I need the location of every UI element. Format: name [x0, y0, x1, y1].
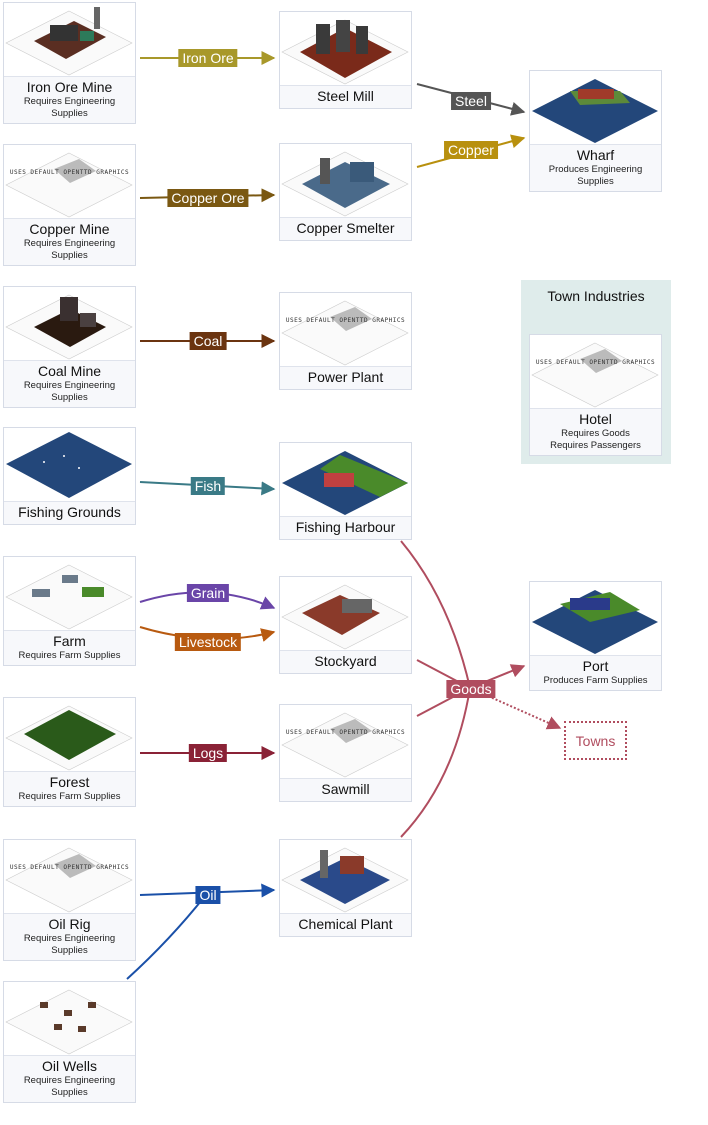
industry-thumbnail: [280, 12, 411, 86]
industry-name: Stockyard: [314, 653, 377, 669]
cargo-label-oil: Oil: [195, 886, 221, 904]
industry-name: Oil Rig: [48, 916, 91, 932]
cargo-label-livestock: Livestock: [174, 633, 242, 651]
industry-note: Requires Engineering Supplies: [23, 933, 116, 956]
node-stockyard[interactable]: Stockyard: [279, 576, 412, 674]
industry-thumbnail: [280, 144, 411, 218]
towns-node[interactable]: Towns: [564, 721, 627, 760]
industry-thumbnail: [4, 557, 135, 631]
industry-thumbnail: [4, 287, 135, 361]
industry-thumbnail: [530, 582, 661, 656]
industry-thumbnail: [280, 577, 411, 651]
industry-note: Requires Passengers: [550, 440, 641, 451]
industry-note: Requires Farm Supplies: [18, 791, 121, 802]
cargo-label-logs: Logs: [188, 744, 228, 762]
industry-name: Chemical Plant: [298, 916, 393, 932]
industry-note: Requires Engineering Supplies: [23, 96, 116, 119]
node-sawmill[interactable]: USES DEFAULT OPENTTD GRAPHICS Sawmill: [279, 704, 412, 802]
cargo-label-iron-ore: Iron Ore: [178, 49, 238, 67]
industry-note: Requires Engineering Supplies: [23, 1075, 116, 1098]
node-copper-smelter[interactable]: Copper Smelter: [279, 143, 412, 241]
industry-name: Coal Mine: [37, 363, 102, 379]
arrow-goods-chemical: [400, 687, 471, 838]
cargo-label-copper-ore: Copper Ore: [167, 189, 249, 207]
node-fishing-harbour[interactable]: Fishing Harbour: [279, 442, 412, 540]
default-graphics-label: USES DEFAULT OPENTTD GRAPHICS: [535, 359, 656, 366]
industry-name: Iron Ore Mine: [26, 79, 113, 95]
industry-thumbnail: [280, 840, 411, 914]
industry-thumbnail: USES DEFAULT OPENTTD GRAPHICS: [530, 335, 661, 409]
industry-name: Steel Mill: [317, 88, 374, 104]
node-chemical-plant[interactable]: Chemical Plant: [279, 839, 412, 937]
industry-note: Requires Engineering Supplies: [23, 380, 116, 403]
industry-note: Produces Engineering Supplies: [548, 164, 643, 187]
towns-label: Towns: [575, 732, 616, 749]
node-copper-mine[interactable]: USES DEFAULT OPENTTD GRAPHICS Copper Min…: [3, 144, 136, 266]
cargo-label-coal: Coal: [189, 332, 227, 350]
industry-thumbnail: [4, 982, 135, 1056]
industry-name: Copper Smelter: [296, 220, 395, 236]
industry-thumbnail: [4, 428, 135, 502]
industry-name: Port: [582, 658, 609, 674]
cargo-label-fish: Fish: [190, 477, 226, 495]
industry-thumbnail: USES DEFAULT OPENTTD GRAPHICS: [4, 840, 135, 914]
industry-thumbnail: [4, 698, 135, 772]
industry-name: Forest: [49, 774, 90, 790]
industry-name: Fishing Grounds: [18, 504, 121, 520]
industry-thumbnail: [530, 71, 661, 145]
default-graphics-label: USES DEFAULT OPENTTD GRAPHICS: [285, 729, 406, 736]
default-graphics-label: USES DEFAULT OPENTTD GRAPHICS: [9, 169, 130, 176]
industry-name: Copper Mine: [29, 221, 110, 237]
industry-thumbnail: [280, 443, 411, 517]
arrow-oil-wells: [126, 895, 206, 980]
industry-thumbnail: USES DEFAULT OPENTTD GRAPHICS: [280, 705, 411, 779]
industry-thumbnail: USES DEFAULT OPENTTD GRAPHICS: [280, 293, 411, 367]
industry-name: Power Plant: [307, 369, 384, 385]
industry-name: Fishing Harbour: [295, 519, 396, 535]
town-industries-title: Town Industries: [547, 288, 645, 304]
industry-note: Requires Goods: [561, 428, 630, 439]
industry-note: Requires Farm Supplies: [18, 650, 121, 661]
node-power-plant[interactable]: USES DEFAULT OPENTTD GRAPHICS Power Plan…: [279, 292, 412, 390]
default-graphics-label: USES DEFAULT OPENTTD GRAPHICS: [285, 317, 406, 324]
cargo-label-grain: Grain: [186, 584, 230, 602]
default-graphics-label: USES DEFAULT OPENTTD GRAPHICS: [9, 864, 130, 871]
industry-note: Produces Farm Supplies: [543, 675, 648, 686]
industry-thumbnail: [4, 3, 135, 77]
industry-name: Farm: [53, 633, 86, 649]
cargo-label-steel: Steel: [451, 92, 491, 110]
industry-thumbnail: USES DEFAULT OPENTTD GRAPHICS: [4, 145, 135, 219]
industry-name: Oil Wells: [42, 1058, 97, 1074]
industry-name: Hotel: [579, 411, 612, 427]
arrow-goods-harbour: [400, 540, 471, 689]
cargo-label-copper: Copper: [444, 141, 498, 159]
node-steel-mill[interactable]: Steel Mill: [279, 11, 412, 109]
cargo-label-goods: Goods: [446, 680, 496, 698]
industry-name: Sawmill: [321, 781, 370, 797]
industry-note: Requires Engineering Supplies: [23, 238, 116, 261]
node-fishing-grounds[interactable]: Fishing Grounds: [3, 427, 136, 525]
industry-name: Wharf: [576, 147, 615, 163]
